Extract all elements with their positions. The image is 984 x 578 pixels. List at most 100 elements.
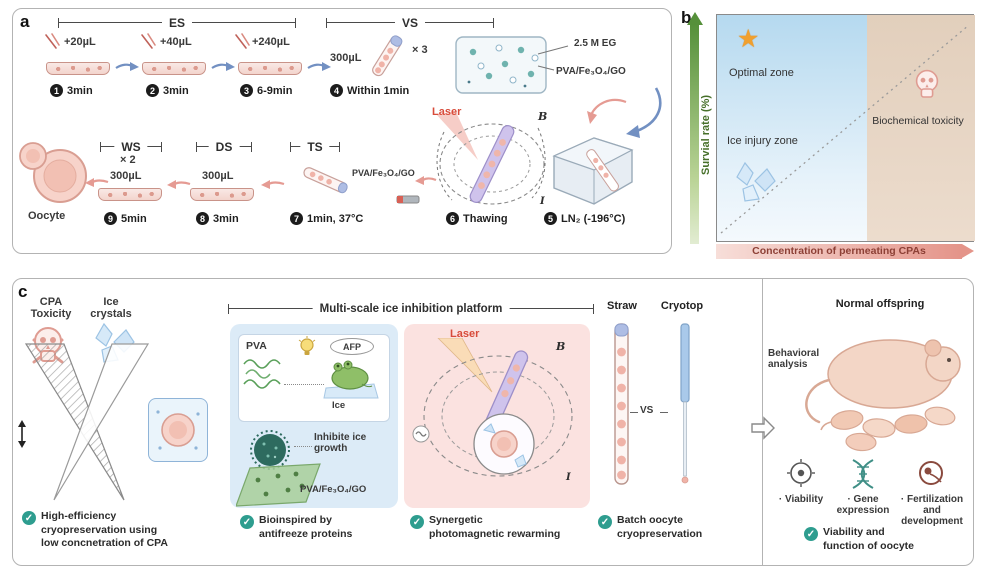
sheet-label: PVA/Fe₃O₄/GO: [300, 484, 367, 495]
check-high-efficiency: ✓High-efficiency cryopreservation using …: [22, 510, 212, 551]
cell-icon: [156, 410, 200, 450]
magnet-icon: [396, 195, 420, 204]
step2-number: 2: [146, 84, 159, 97]
straw-tube-icon: [614, 323, 629, 485]
legend-leader-lines: [537, 45, 569, 71]
step2-volume: +40µL: [160, 36, 192, 48]
check-icon: ✓: [410, 515, 424, 529]
step7-caption: 7 1min, 37°C: [290, 212, 363, 225]
ts-straw-icon: [303, 167, 348, 194]
step8-volume: 300µL: [202, 170, 234, 182]
step8-caption: 8 3min: [196, 212, 239, 225]
antifreeze-frog-icon: [323, 360, 379, 399]
pipette-icon: [235, 33, 250, 49]
dish-step9: [98, 188, 162, 201]
panel-c-label: c: [18, 282, 28, 301]
rewarming-coil-icon: [436, 112, 546, 205]
legend-eg-label: 2.5 M EG: [574, 38, 617, 49]
check-batch-text: Batch oocyte cryopreservation: [617, 514, 703, 540]
platform-title: Multi-scale ice inhibition platform: [312, 303, 510, 315]
panel-b-label: b: [681, 8, 692, 27]
step4-number: 4: [330, 84, 343, 97]
step4-volume: 300µL: [330, 52, 362, 64]
arrow-ts-ds: [261, 180, 285, 189]
ice-injury-zone-label: Ice injury zone: [727, 135, 798, 147]
ws-bracket: WS: [100, 140, 162, 154]
nanoparticle-icon: [250, 430, 290, 470]
step6-number: 6: [446, 212, 459, 225]
ws-mult: × 2: [120, 154, 136, 166]
step4-caption: 4 Within 1min: [330, 84, 409, 97]
vs-bracket: VS: [326, 16, 494, 30]
straw-icon: [372, 35, 403, 77]
lightbulb-icon: [298, 336, 316, 355]
dish-step2: [142, 62, 206, 75]
x-axis-arrowhead: [962, 244, 974, 258]
check-bioinspired-text: Bioinspired by antifreeze proteins: [259, 514, 353, 540]
ice-label: Ice: [332, 400, 346, 411]
viability-icon: [787, 459, 815, 487]
es-bracket: ES: [58, 16, 296, 30]
step7-number: 7: [290, 212, 303, 225]
dish-step3: [238, 62, 302, 75]
legend-pva-label: PVA/Fe₃O₄/GO: [556, 66, 626, 77]
x-axis-title: Concentration of permeating CPAs: [752, 245, 926, 257]
go-sheet-icon: [236, 463, 321, 507]
afp-label: AFP: [343, 342, 361, 352]
toxicity-zone-label: Biochemical toxicity: [872, 115, 964, 127]
nanoparticle-dotted-link: [294, 446, 312, 447]
offspring-title: Normal offspring: [835, 298, 925, 310]
pipette-icon: [141, 33, 156, 49]
pva-polymer-icon: [243, 359, 281, 389]
step8-time: 3min: [213, 212, 239, 225]
arrow-ln2-thaw: [587, 98, 627, 124]
optimal-star-icon: ★: [737, 25, 760, 53]
toxicity-skull-icon: [915, 69, 939, 98]
optimal-zone-label: Optimal zone: [729, 67, 794, 79]
toxicity-zone-region: [867, 15, 975, 241]
laser-label-a: Laser: [432, 106, 462, 118]
step3-number: 3: [240, 84, 253, 97]
cryotop-heading: Cryotop: [660, 300, 704, 312]
fertilization-icon: [919, 461, 943, 485]
step6-time: Thawing: [463, 212, 508, 225]
panel-a-box: [12, 8, 672, 254]
ds-bracket: DS: [196, 140, 252, 154]
step5-number: 5: [544, 212, 557, 225]
check-high-efficiency-text: High-efficiency cryopreservation using l…: [41, 510, 168, 550]
step4-time: Within 1min: [347, 84, 410, 97]
vs-dash-left: [630, 412, 638, 413]
step1-number: 1: [50, 84, 63, 97]
step1-time: 3min: [67, 84, 93, 97]
step3-caption: 3 6-9min: [240, 84, 292, 97]
tradeoff-triangles: [24, 343, 150, 501]
check-viability-function-text: Viability and function of oocyte: [823, 526, 914, 552]
check-synergetic: ✓Synergetic photomagnetic rewarming: [410, 514, 588, 541]
arrow-step2-3: [211, 62, 235, 71]
pipette-icon: [45, 33, 60, 49]
step7-time: 1min, 37°C: [307, 212, 364, 225]
step8-number: 8: [196, 212, 209, 225]
platform-bracket: Multi-scale ice inhibition platform: [228, 303, 594, 315]
check-batch: ✓Batch oocyte cryopreservation: [598, 514, 748, 541]
pva-afp-dotted-link: [284, 384, 324, 385]
arrow-ws-oocyte: [85, 178, 109, 187]
check-icon: ✓: [804, 527, 818, 541]
es-label: ES: [161, 16, 193, 30]
arrow-ds-ws: [167, 180, 191, 189]
arrow-step1-2: [115, 62, 139, 71]
dish-step1: [46, 62, 110, 75]
pva-label: PVA: [246, 340, 267, 352]
straw-heading: Straw: [607, 300, 637, 312]
oocyte-icon: [19, 142, 87, 203]
panel-a-label: a: [20, 12, 30, 31]
afp-ellipse: AFP: [330, 338, 374, 355]
step1-volume: +20µL: [64, 36, 96, 48]
ts-bracket: TS: [290, 140, 340, 154]
viability-label: · Viability: [778, 494, 824, 505]
step3-time: 6-9min: [257, 84, 293, 97]
check-bioinspired: ✓Bioinspired by antifreeze proteins: [240, 514, 390, 541]
step6-caption: 6 Thawing: [446, 212, 508, 225]
